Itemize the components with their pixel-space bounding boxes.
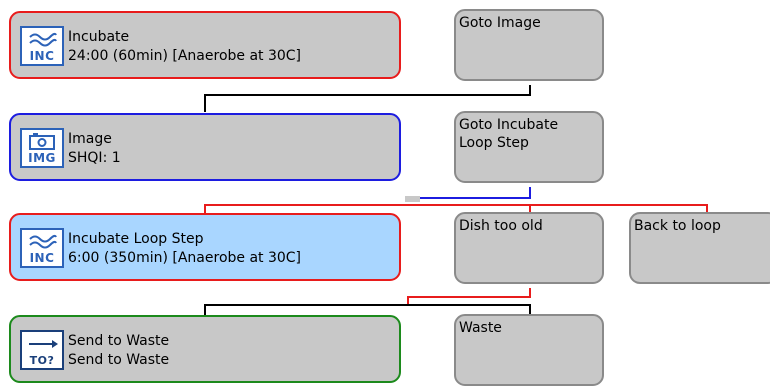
condition-label: Waste [459,320,502,336]
connector-dish-too-old-down [407,288,531,304]
step-title: Image [68,131,112,147]
incubate-icon: INC [20,26,64,66]
step-detail: Send to Waste [68,352,170,368]
condition-dish-too-old[interactable]: Dish too old [454,212,604,284]
step-detail: 6:00 (350min) [Anaerobe at 30C] [68,250,302,266]
camera-icon: IMG [20,128,64,168]
condition-waste[interactable]: Waste [454,314,604,386]
arrow-right-icon: TO? [20,330,64,370]
step-title: Send to Waste [68,333,170,349]
connector-goto-image-to-image [204,85,531,112]
step-title: Incubate [68,29,130,45]
step-image[interactable]: IMG Image SHQI: 1 [9,113,401,181]
incubate-icon: INC [20,228,64,268]
step-send-to-waste[interactable]: TO? Send to Waste Send to Waste [9,315,401,383]
condition-goto-image[interactable]: Goto Image [454,9,604,81]
condition-label: Dish too old [459,218,543,234]
connector-goto-loop-to-loop-step [405,187,531,199]
step-incubate[interactable]: INC Incubate 24:00 (60min) [Anaerobe at … [9,11,401,79]
condition-back-to-loop[interactable]: Back to loop [629,212,770,284]
condition-goto-incubate-loop-step[interactable]: Goto Incubate Loop Step [454,111,604,183]
connector-loop-step-branch [204,204,708,213]
condition-label: Goto Incubate Loop Step [459,117,559,151]
connector-junction [405,196,420,202]
step-detail: SHQI: 1 [68,150,121,166]
step-detail: 24:00 (60min) [Anaerobe at 30C] [68,48,302,64]
step-incubate-loop-step[interactable]: INC Incubate Loop Step 6:00 (350min) [An… [9,213,401,281]
condition-label: Back to loop [634,218,721,234]
step-title: Incubate Loop Step [68,231,204,247]
connector-to-send-to-waste [204,304,531,316]
condition-label: Goto Image [459,15,541,31]
